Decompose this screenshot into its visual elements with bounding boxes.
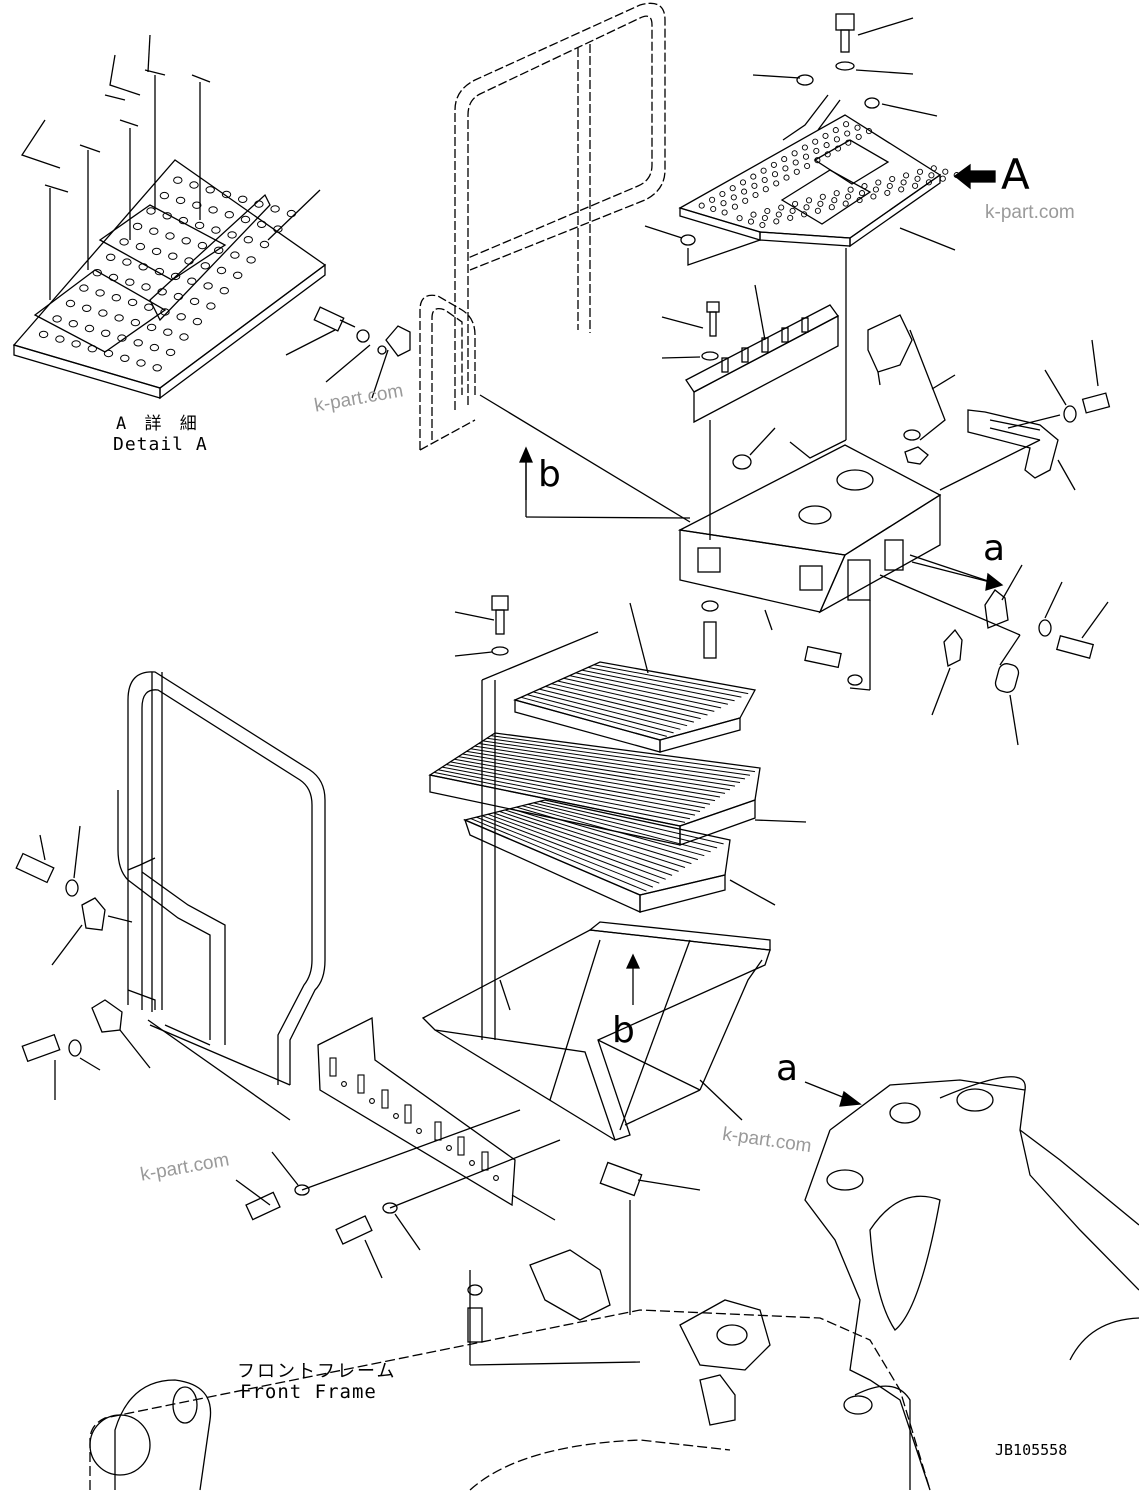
arrow-a-frame	[804, 1081, 862, 1107]
front-handrail	[117, 671, 326, 1121]
view-a-label: A	[1001, 150, 1030, 199]
step-frame	[421, 921, 771, 1141]
front-frame-en: Front Frame	[240, 1381, 377, 1403]
side-step	[967, 339, 1111, 491]
detail-a-plate	[12, 159, 327, 400]
arrow-b-top	[519, 446, 533, 500]
arrow-b-frame-label: b	[612, 1010, 635, 1051]
detail-a-clips	[20, 34, 321, 300]
front-frame-jp: フロントフレーム	[237, 1361, 397, 1382]
detail-title-en: Detail A	[113, 434, 208, 455]
slotted-bracket	[661, 284, 839, 540]
handrail-bracket-top	[285, 306, 411, 399]
slotted-plate-fasteners	[235, 1109, 561, 1279]
grating-stack	[428, 602, 807, 1040]
drawing-number: JB105558	[995, 1441, 1068, 1459]
arrow-b-top-label: b	[538, 454, 561, 495]
beacon-lamp	[732, 314, 956, 470]
right-clip-parts	[804, 564, 1109, 746]
front-handrail-fasteners	[15, 825, 151, 1100]
grating-fasteners	[454, 595, 509, 657]
arrow-b-frame	[625, 953, 641, 1005]
top-plate-fasteners	[644, 13, 956, 440]
detail-a-holes	[38, 176, 297, 372]
front-frame-structure	[89, 1076, 1139, 1491]
top-step-plate	[678, 114, 960, 248]
detail-title-jp: A 詳 細	[116, 414, 201, 434]
main-step-box	[479, 394, 1041, 666]
watermark: k-part.com	[985, 202, 1075, 223]
rear-handrail	[419, 2, 666, 451]
arrow-a-frame-label: a	[776, 1048, 799, 1089]
front-frame	[89, 1309, 931, 1491]
arrow-a-right-label: a	[983, 528, 1006, 569]
arrow-a-right	[911, 561, 1004, 591]
arrow-view-a	[953, 163, 996, 190]
